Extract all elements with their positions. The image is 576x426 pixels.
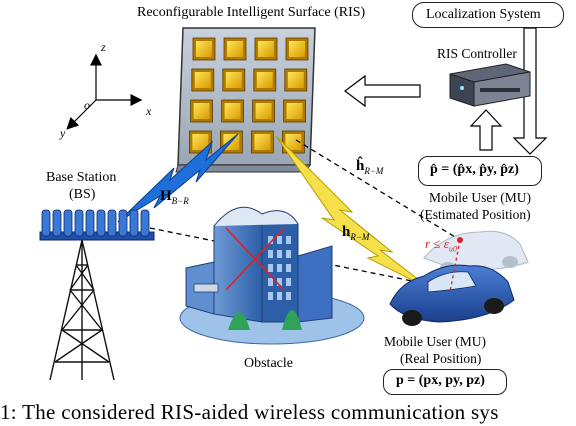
ris-element (252, 99, 276, 123)
obstacle-label: Obstacle (244, 356, 293, 371)
channel-h-br-sub: B−R (171, 196, 189, 206)
error-bound-sub: u0 (448, 244, 457, 254)
bs-label-line1: Base Station (46, 170, 117, 185)
antenna-element (140, 209, 150, 237)
real-mu-line2: (Real Position) (400, 351, 482, 366)
axis-x-label: x (146, 104, 152, 118)
bs-label-line2: (BS) (69, 187, 96, 202)
ris-element (253, 68, 277, 92)
ris-element-grid (188, 37, 309, 154)
ris-element (285, 37, 309, 61)
figure-caption: 1: The considered RIS-aided wireless com… (0, 400, 499, 424)
lightning-bs-ris (117, 133, 239, 223)
ris-element (284, 68, 308, 92)
ris-panel (175, 27, 316, 173)
building-window (268, 264, 273, 272)
building-windows (268, 236, 291, 300)
ris-element (221, 99, 245, 123)
real-mu-line1: Mobile User (MU) (384, 334, 486, 349)
building-window (277, 250, 282, 258)
localization-system-box (412, 2, 564, 28)
estimated-mu-line2: (Estimated Position) (420, 207, 531, 222)
ris-element (191, 68, 215, 92)
building-window (286, 292, 291, 300)
antenna-element (118, 209, 128, 237)
real-position-formula: p = (px, py, pz) (396, 373, 485, 388)
antenna-element (52, 209, 62, 237)
y-axis (66, 99, 97, 130)
antenna-element (129, 209, 139, 237)
building-window (286, 278, 291, 286)
ris-controller-label: RIS Controller (437, 46, 517, 61)
ris-controller-device (449, 63, 531, 107)
building-window (277, 278, 282, 286)
building-window (277, 292, 282, 300)
channel-h-br: HB−R (160, 188, 189, 206)
antenna-element (96, 209, 106, 237)
channel-h-rm: hR−M (342, 224, 369, 242)
channel-h-rm-symbol: h (342, 224, 351, 240)
channel-h-rm-hat-symbol: ĥ (356, 158, 365, 174)
ris-element (250, 130, 274, 154)
ris-element (222, 68, 246, 92)
real-position-formula-box (383, 369, 507, 395)
antenna-element (41, 209, 51, 237)
building-window (277, 264, 282, 272)
estimated-mu-line1: Mobile User (MU) (429, 190, 531, 205)
obstacle-building (179, 206, 365, 345)
axis-o-label: o (84, 98, 90, 112)
antenna-element (63, 209, 73, 237)
building-window (268, 236, 273, 244)
estimated-position-formula: p̂ = (p̂x, p̂y, p̂z) (430, 162, 519, 177)
axis-z-label: z (101, 40, 106, 54)
ris-element (190, 99, 214, 123)
axis-y-label: y (60, 126, 66, 140)
ris-element (192, 37, 216, 61)
building-window (286, 250, 291, 258)
building-window (277, 236, 282, 244)
localization-system-label: Localization System (426, 7, 541, 22)
error-bound-label: r ≤ εu0 (425, 236, 457, 254)
controller-to-ris-arrow (344, 74, 421, 108)
ris-element (283, 99, 307, 123)
channel-h-br-symbol: H (160, 188, 172, 204)
building-window (286, 264, 291, 272)
estimate-to-controller-arrow (469, 109, 503, 151)
ris-element (254, 37, 278, 61)
ris-element (223, 37, 247, 61)
building-window (286, 236, 291, 244)
bs-to-mu-blocked-path (149, 227, 433, 286)
base-station-tower (49, 239, 115, 381)
antenna-element (85, 209, 95, 237)
channel-h-rm-hat: ĥR−M (356, 158, 383, 176)
channel-h-rm-sub: R−M (350, 232, 370, 242)
channel-h-rm-hat-sub: R−M (364, 166, 384, 176)
ris-title: Reconfigurable Intelligent Surface (RIS) (137, 5, 366, 20)
building-window (268, 250, 273, 258)
antenna-element (74, 209, 84, 237)
bs-antenna-array (39, 209, 155, 241)
error-radius (449, 237, 463, 293)
building-window (268, 278, 273, 286)
antenna-element (107, 209, 117, 237)
error-bound-text: r ≤ ε (425, 236, 449, 251)
coordinate-axes (66, 53, 143, 130)
dashed-paths (149, 139, 461, 286)
estimated-position-formula-box (418, 156, 542, 186)
building-window (268, 292, 273, 300)
